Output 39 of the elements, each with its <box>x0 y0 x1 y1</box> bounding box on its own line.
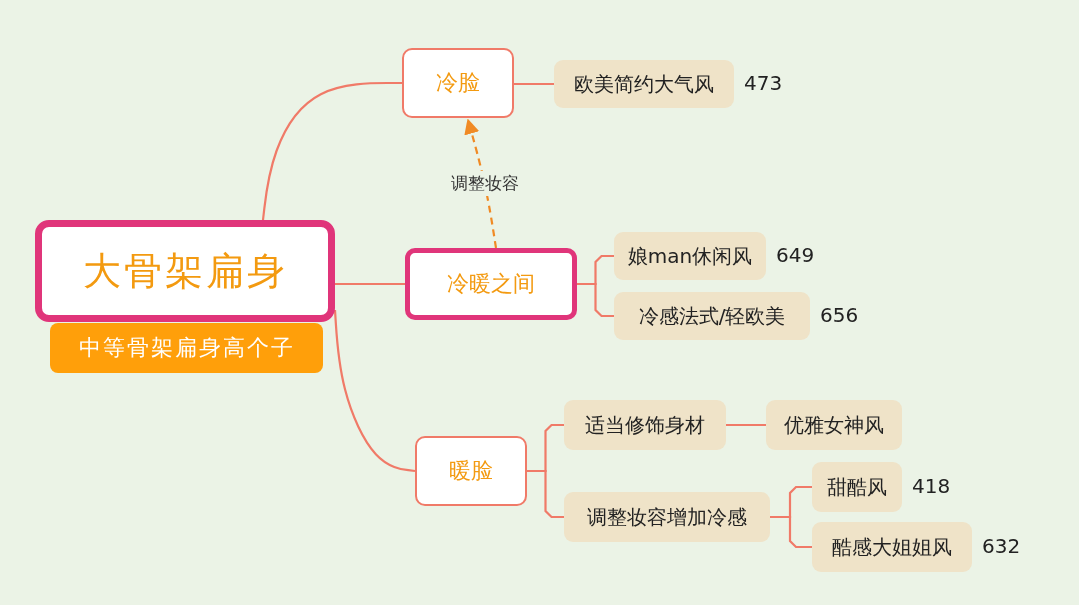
node-text: 甜酷风 <box>827 473 887 501</box>
branch-box <box>402 48 514 118</box>
node-text: 暖脸 <box>449 457 493 485</box>
node-text: 酷感大姐姐风 <box>832 533 952 561</box>
topic-text: 大骨架扁身 <box>82 247 288 295</box>
node-text: 冷暖之间 <box>447 270 535 298</box>
node-text: 优雅女神风 <box>784 411 884 439</box>
node-text: 娘man休闲风 <box>627 242 753 270</box>
branch-line <box>333 309 416 473</box>
node-text: 调整妆容增加冷感 <box>587 503 747 531</box>
node-text: 中等骨架扁身高个子 <box>78 334 295 362</box>
branch-line <box>577 282 614 318</box>
node-text: 适当修饰身材 <box>585 411 705 439</box>
node-text: 欧美简约大气风 <box>574 70 714 98</box>
branch-box <box>405 248 577 320</box>
leaf-box <box>564 492 770 542</box>
count-label: 649 <box>776 243 815 267</box>
node-text: 冷感法式/轻欧美 <box>638 302 786 330</box>
node-text: 冷脸 <box>436 69 480 97</box>
branch-line <box>335 282 405 286</box>
leaf-box <box>812 522 972 572</box>
leaf-box <box>554 60 734 108</box>
topic-box <box>35 220 335 322</box>
subtitle-banner <box>50 323 323 373</box>
branch-box <box>415 436 527 506</box>
branch-line <box>514 82 554 86</box>
branch-line <box>261 81 402 221</box>
count-label: 656 <box>820 303 859 327</box>
leaf-box <box>766 400 902 450</box>
leaf-box <box>614 232 766 280</box>
count-label: 418 <box>912 474 951 498</box>
branch-line <box>726 423 766 427</box>
count-label: 632 <box>982 534 1021 558</box>
leaf-box <box>812 462 902 512</box>
arrow <box>464 118 498 249</box>
leaf-box <box>614 292 810 340</box>
branch-line <box>527 469 564 519</box>
leaf-box <box>564 400 726 450</box>
count-label: 473 <box>744 71 783 95</box>
